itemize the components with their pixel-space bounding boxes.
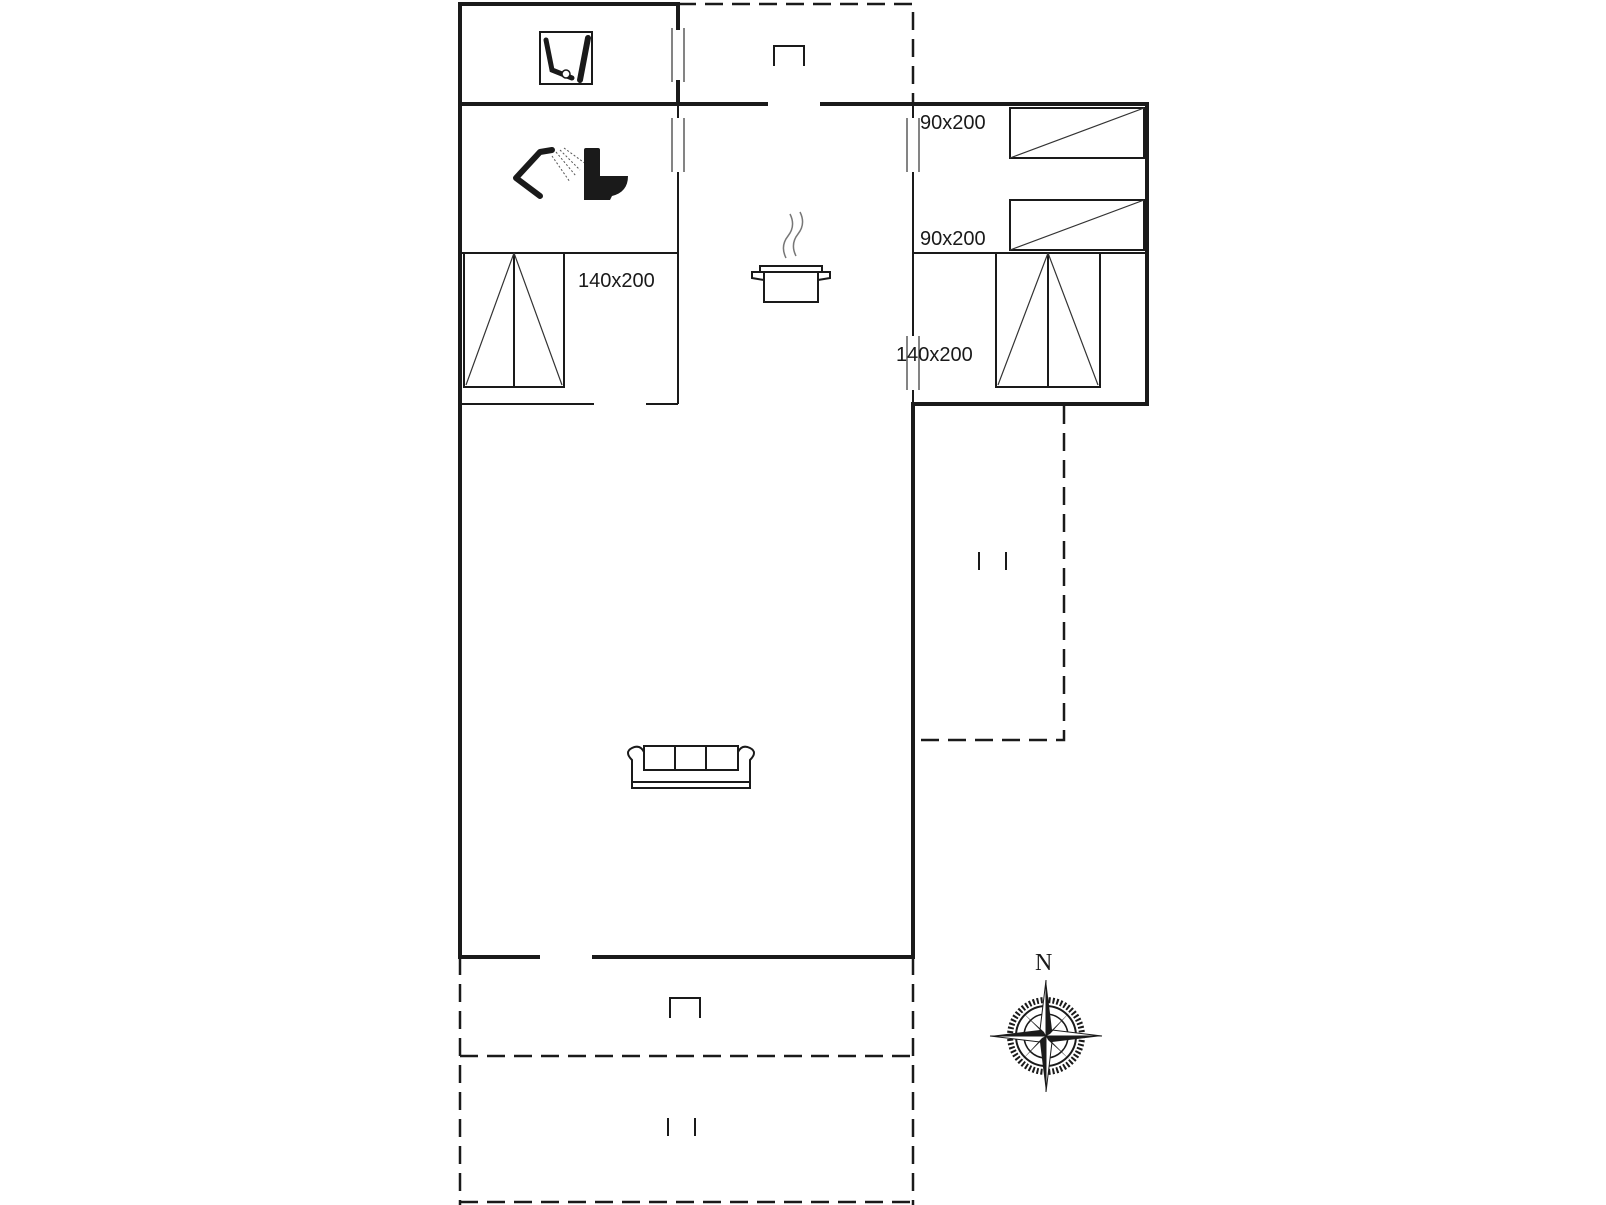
south-terrace-outline <box>458 957 915 1205</box>
east-terrace-outline <box>913 406 1066 742</box>
bed-size-label-lower: 90x200 <box>920 228 986 250</box>
outdoor-areas <box>458 2 1066 1205</box>
shower-icon <box>513 147 587 199</box>
bed-cover-line <box>1009 199 1145 251</box>
door-frame-east-bed <box>906 336 920 390</box>
bed-size-label-upper: 90x200 <box>920 112 986 134</box>
bed-double-left <box>463 252 565 388</box>
terrace-mark-east <box>978 552 1007 570</box>
washing-machine-icon <box>539 31 593 85</box>
entrance-window-mark <box>773 45 805 66</box>
sofa-icon <box>627 745 755 789</box>
bed-size-label-right: 140x200 <box>896 344 973 366</box>
compass-rose-icon <box>989 979 1103 1093</box>
walls <box>458 2 1149 959</box>
bed-frame <box>1009 107 1145 159</box>
bed-double-right <box>995 252 1101 388</box>
bed-cover-lines <box>465 252 563 386</box>
bed-single-lower <box>1009 199 1145 251</box>
south-window-mark <box>669 997 701 1018</box>
door-frame-utility <box>671 28 685 82</box>
compass-north-label: N <box>1035 950 1052 976</box>
window-marks <box>667 45 1007 1136</box>
bed-single-upper <box>1009 107 1145 159</box>
entrance-canopy-outline <box>678 2 915 104</box>
bed-size-label-left: 140x200 <box>578 270 655 292</box>
door-frame-kitchen-bed <box>906 118 920 172</box>
door-frames <box>671 28 920 390</box>
terrace-mark-south <box>667 1118 696 1136</box>
cooking-pot-icon <box>751 211 831 303</box>
door-frame-bath <box>671 118 685 172</box>
toilet-icon <box>584 148 628 200</box>
bed-cover-line <box>1009 107 1145 159</box>
bed-frame <box>1009 199 1145 251</box>
bed-cover-lines <box>997 252 1099 386</box>
